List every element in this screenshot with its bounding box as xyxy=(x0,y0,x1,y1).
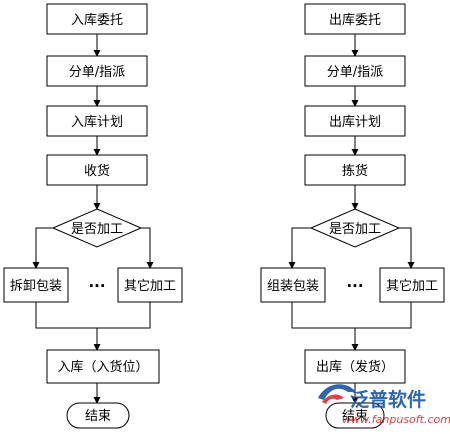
outbound-pick-box xyxy=(304,154,406,186)
outbound-entrust-label: 出库委托 xyxy=(329,12,381,28)
inbound-flow: 入库委托 分单/指派 入库计划 收货 是否加工 拆卸包装 ··· 其它加工 入库… xyxy=(3,3,183,429)
inbound-option-right-label: 其它加工 xyxy=(124,278,176,294)
outbound-plan-box xyxy=(304,105,406,137)
branch-right xyxy=(141,227,154,269)
inbound-ellipsis: ··· xyxy=(88,277,105,295)
inbound-end-label: 结束 xyxy=(85,409,111,424)
branch-right xyxy=(399,227,415,269)
inbound-option-right-box xyxy=(117,267,183,303)
inbound-receive-box xyxy=(46,154,148,186)
outbound-ship-label: 出库（发货） xyxy=(316,359,394,375)
inbound-option-left-label: 拆卸包装 xyxy=(10,278,62,294)
inbound-split-label: 分单/指派 xyxy=(69,65,125,80)
outbound-end-label: 结束 xyxy=(342,409,368,424)
inbound-end-terminal xyxy=(66,402,130,429)
inbound-decision-label: 是否加工 xyxy=(71,222,123,237)
branch-left xyxy=(288,227,311,269)
brand-logo-icon xyxy=(318,384,356,404)
merge-line xyxy=(35,302,151,329)
watermark-url: www.fanpusoft.com xyxy=(342,413,450,426)
inbound-entrust-label: 入库委托 xyxy=(71,12,123,28)
outbound-entrust-box xyxy=(304,3,406,35)
outbound-decision-label: 是否加工 xyxy=(329,222,381,237)
inbound-entrust-box xyxy=(46,3,148,35)
outbound-option-right-label: 其它加工 xyxy=(386,278,438,294)
inbound-decision-diamond xyxy=(51,208,143,248)
outbound-option-right-box xyxy=(379,267,445,303)
outbound-split-box xyxy=(304,55,406,87)
outbound-end-terminal xyxy=(325,402,385,429)
inbound-store-label: 入库（入货位） xyxy=(57,359,148,375)
inbound-plan-label: 入库计划 xyxy=(71,114,123,130)
merge-line xyxy=(291,302,412,329)
outbound-split-label: 分单/指派 xyxy=(327,65,383,80)
outbound-option-left-label: 组装包装 xyxy=(267,279,319,294)
outbound-option-left-box xyxy=(260,267,326,303)
outbound-ship-box xyxy=(304,349,406,384)
outbound-ellipsis: ··· xyxy=(346,277,363,295)
inbound-plan-box xyxy=(46,105,148,137)
inbound-store-box xyxy=(46,349,160,384)
branch-left xyxy=(32,227,53,269)
outbound-plan-label: 出库计划 xyxy=(329,114,381,130)
inbound-split-box xyxy=(46,55,148,87)
watermark-brand: 泛普软件 xyxy=(350,388,426,411)
watermark: 泛普软件 www.fanpusoft.com xyxy=(318,384,450,426)
outbound-decision-diamond xyxy=(309,208,401,248)
outbound-pick-label: 拣货 xyxy=(342,163,368,179)
outbound-flow: 出库委托 分单/指派 出库计划 拣货 是否加工 组装包装 ··· 其它加工 出库… xyxy=(260,3,445,429)
inbound-receive-label: 收货 xyxy=(84,163,110,179)
inbound-option-left-box xyxy=(3,267,69,303)
